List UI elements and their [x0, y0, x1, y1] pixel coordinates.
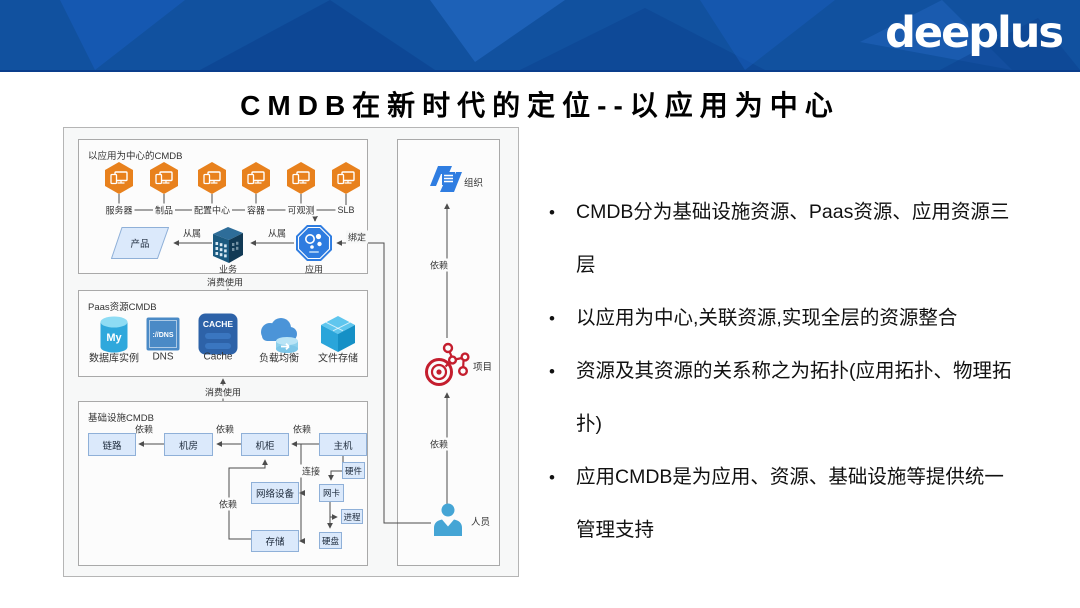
node-link: 链路	[88, 433, 136, 456]
label-container: 容器	[244, 203, 268, 217]
node-storage: 存储	[251, 530, 299, 552]
hex-slb-icon	[331, 161, 361, 200]
edge-label-subordinate-2: 从属	[267, 228, 287, 239]
hex-server-icon	[104, 161, 134, 200]
edge-label-depend-6: 依赖	[427, 437, 451, 451]
bullet-item: CMDB分为基础设施资源、Paas资源、应用资源三层	[549, 186, 1018, 292]
edge-label-depend-3: 依赖	[292, 424, 312, 435]
section-title-infra: 基础设施CMDB	[88, 413, 154, 424]
bullet-item: 资源及其资源的关系称之为拓扑(应用拓扑、物理拓扑)	[549, 345, 1018, 451]
hex-config-center-icon	[197, 161, 227, 200]
label-organization: 组织	[464, 178, 484, 189]
node-rack: 机柜	[241, 433, 289, 456]
bullet-item: 以应用为中心,关联资源,实现全层的资源整合	[549, 292, 1018, 345]
bullet-item: 应用CMDB是为应用、资源、基础设施等提供统一管理支持	[549, 451, 1018, 557]
node-disk: 硬盘	[319, 532, 342, 549]
application-octagon-icon	[295, 224, 333, 267]
cache-icon: CACHE	[198, 313, 238, 360]
hex-observable-icon	[286, 161, 316, 200]
label-load-balancer: 负载均衡	[259, 353, 299, 365]
label-artifact: 制品	[152, 203, 176, 217]
project-icon	[423, 340, 471, 393]
edge-label-depend-1: 依赖	[134, 424, 154, 435]
node-host: 主机	[319, 433, 367, 456]
label-database-instance: 数据库实例	[89, 353, 139, 365]
file-storage-icon	[320, 315, 356, 358]
edge-label-depend-5: 依赖	[427, 258, 451, 272]
label-dns: DNS	[152, 351, 174, 363]
label-application: 应用	[304, 264, 324, 275]
edge-label-bind: 绑定	[345, 230, 369, 244]
business-building-icon	[210, 224, 246, 269]
node-product: 产品	[110, 227, 170, 259]
edge-label-connect: 连接	[299, 464, 323, 478]
edge-label-consume-1: 消费使用	[204, 275, 246, 289]
edge-label-subordinate-1: 从属	[182, 228, 202, 239]
node-process: 进程	[341, 509, 363, 524]
hex-container-icon	[241, 161, 271, 200]
page-title: CMDB在新时代的定位--以应用为中心	[240, 90, 840, 121]
label-business: 业务	[218, 264, 238, 275]
node-netdev: 网络设备	[251, 482, 299, 504]
label-person: 人员	[471, 517, 491, 528]
label-cache: Cache	[203, 351, 233, 363]
node-room: 机房	[164, 433, 213, 456]
label-product: 产品	[130, 239, 150, 250]
deeplus-logo: deeplus	[885, 8, 1064, 58]
label-observable: 可观测	[285, 203, 317, 217]
label-server: 服务器	[103, 203, 135, 217]
edge-label-depend-2: 依赖	[215, 424, 235, 435]
mysql-database-icon: My	[97, 314, 131, 359]
person-icon	[431, 502, 465, 541]
label-file-storage: 文件存储	[318, 353, 358, 365]
node-hardware: 硬件	[342, 462, 365, 479]
edge-label-depend-4: 依赖	[216, 497, 240, 511]
edge-label-consume-2: 消费使用	[202, 385, 244, 399]
header-banner: deeplus	[0, 0, 1080, 72]
bullet-list: CMDB分为基础设施资源、Paas资源、应用资源三层 以应用为中心,关联资源,实…	[549, 186, 1018, 557]
label-slb: SLB	[335, 205, 357, 215]
label-config-center: 配置中心	[191, 203, 233, 217]
section-title-app: 以应用为中心的CMDB	[88, 151, 183, 162]
svg-text:My: My	[106, 332, 122, 344]
svg-text:CACHE: CACHE	[203, 319, 234, 329]
dns-icon: ://DNS	[146, 317, 180, 356]
hex-artifact-icon	[149, 161, 179, 200]
node-nic: 网卡	[319, 484, 344, 502]
cmdb-diagram: 以应用为中心的CMDB Paas资源CMDB 基础设施CMDB	[63, 127, 519, 577]
label-project: 项目	[473, 362, 493, 373]
banner-pattern	[0, 0, 1080, 70]
svg-text:://DNS: ://DNS	[153, 332, 174, 339]
load-balancer-icon	[256, 317, 302, 360]
section-title-paas: Paas资源CMDB	[88, 302, 157, 313]
organization-icon	[427, 161, 465, 202]
